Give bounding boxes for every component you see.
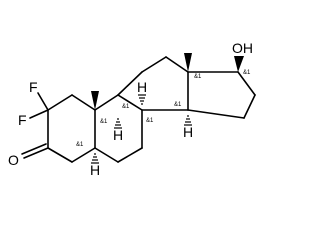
steroid-structure-diagram: F F O OH H H H H &1 &1 &1 &1 &1 &1 &1 bbox=[8, 40, 256, 178]
stereo-label-c8: &1 bbox=[146, 118, 154, 124]
bond-c3-o-1 bbox=[23, 147, 49, 159]
atom-h-c8: H bbox=[137, 79, 147, 95]
oh-c17-wedge bbox=[234, 56, 244, 72]
ring-d bbox=[187, 71, 256, 119]
bond-c4-c5 bbox=[71, 147, 96, 163]
stereo-label-c17: &1 bbox=[243, 70, 251, 76]
atom-f1: F bbox=[29, 79, 38, 95]
stereo-label-c14: &1 bbox=[174, 102, 182, 108]
atom-oh: OH bbox=[232, 40, 253, 56]
atom-f2: F bbox=[18, 112, 27, 128]
bond-c1-c2 bbox=[47, 94, 73, 111]
bond-c15-c14 bbox=[187, 109, 245, 119]
atom-h-c14: H bbox=[183, 124, 193, 140]
stereo-label-c13: &1 bbox=[194, 74, 202, 80]
bond-c9-c11 bbox=[117, 71, 143, 96]
atom-h-c5: H bbox=[90, 162, 100, 178]
bond-c7-c6 bbox=[117, 147, 143, 163]
bond-c3-c4 bbox=[47, 147, 73, 163]
bond-c10-c1 bbox=[71, 94, 96, 111]
bond-c6-c5 bbox=[94, 147, 119, 163]
stereo-label-c10: &1 bbox=[100, 119, 108, 125]
h-c8-hash bbox=[138, 94, 146, 105]
bond-c10-c9 bbox=[94, 94, 119, 111]
bond-c11-c12 bbox=[141, 56, 167, 73]
atom-h-c9: H bbox=[113, 127, 123, 143]
bond-c2-f1 bbox=[37, 92, 49, 111]
h-c9-hash bbox=[114, 118, 122, 129]
bond-c12-c13 bbox=[165, 56, 189, 73]
bond-c17-c16 bbox=[237, 71, 256, 96]
bond-c2-f2 bbox=[29, 109, 49, 119]
methyl-c10-wedge bbox=[91, 91, 99, 110]
bond-c16-c15 bbox=[243, 94, 256, 119]
bond-c9-c8 bbox=[117, 94, 143, 111]
bond-c3-o-2 bbox=[21, 143, 47, 155]
methyl-c13-wedge bbox=[184, 53, 192, 72]
atom-o-ketone: O bbox=[8, 152, 19, 168]
stereo-label-c9: &1 bbox=[122, 104, 130, 110]
stereo-label-c5: &1 bbox=[76, 142, 84, 148]
h-c5-hash bbox=[91, 153, 99, 164]
ring-a bbox=[47, 94, 96, 163]
ring-b bbox=[94, 94, 143, 163]
h-c14-hash bbox=[184, 115, 192, 126]
ring-c bbox=[117, 56, 189, 111]
